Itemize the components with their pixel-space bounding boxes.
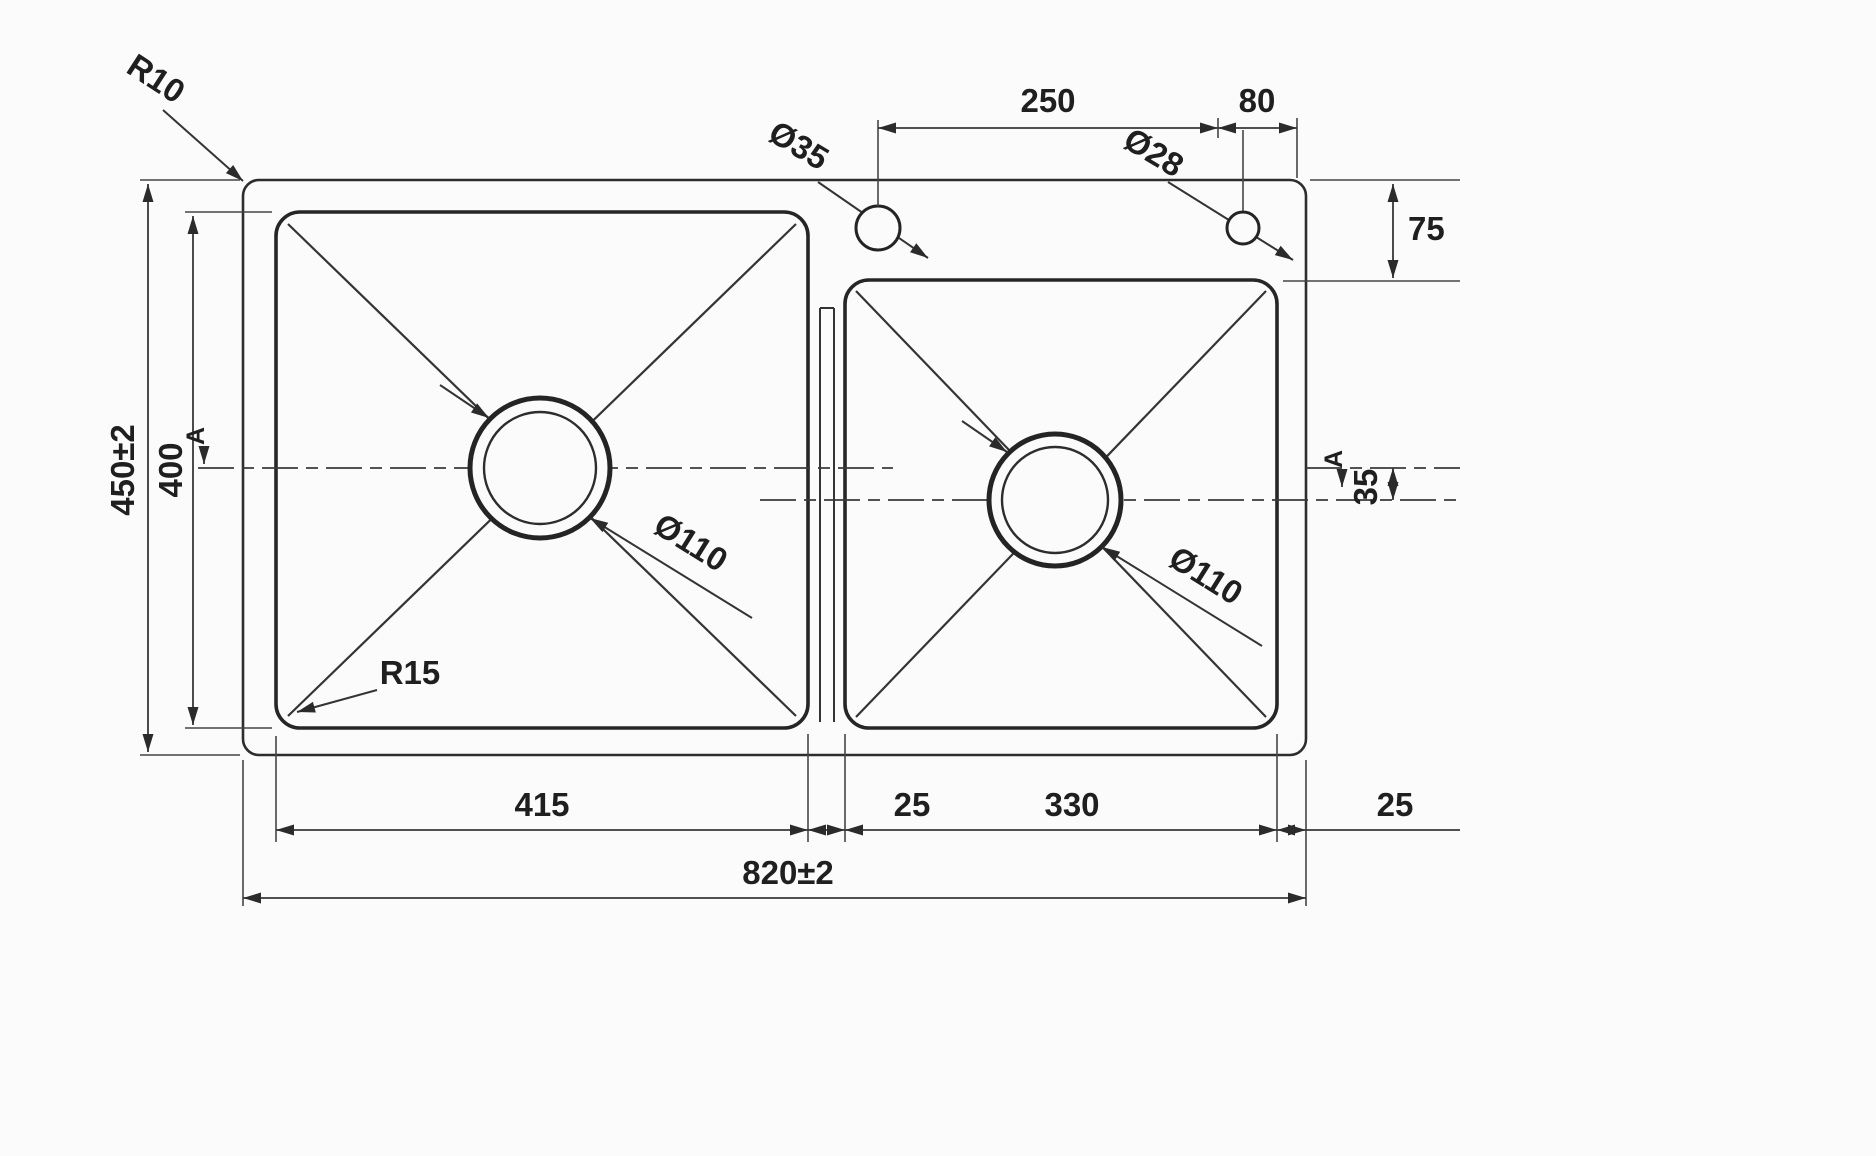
- bowl-radius-leader: [296, 689, 378, 713]
- right-drain-diameter-leader: [1101, 546, 1263, 647]
- dimension-lines: [142, 122, 1460, 904]
- section-marker-left: A: [182, 427, 210, 464]
- dim-label-80: 80: [1239, 82, 1276, 119]
- right-bowl-outline: [843, 278, 1279, 730]
- right-drain-diameter-label: Ø110: [1163, 539, 1250, 612]
- left-drain-diameter-leader: [589, 517, 753, 619]
- right-drain-outer-circle: [986, 431, 1124, 569]
- left-drain-inner-circle: [482, 410, 598, 526]
- left-drain-outer-circle: [467, 395, 613, 541]
- faucet-hole-small: [1225, 210, 1261, 246]
- dim-label-400: 400: [152, 442, 189, 497]
- centerlines: [198, 467, 1460, 501]
- dim-label-330: 330: [1044, 786, 1099, 823]
- dim-label-820: 820±2: [742, 854, 834, 891]
- section-marker-right: A: [1320, 450, 1348, 487]
- left-drain-pointer-arrow: [439, 384, 490, 419]
- right-drain: [986, 431, 1124, 569]
- left-drain-diameter-label: Ø110: [648, 506, 735, 579]
- dim-label-35: 35: [1347, 469, 1384, 506]
- outer-radius-label: R10: [121, 46, 192, 110]
- extension-lines: [140, 118, 1460, 906]
- left-bowl-outline: [274, 210, 810, 730]
- dim-label-415: 415: [514, 786, 569, 823]
- bowl-radius-label: R15: [380, 654, 441, 691]
- left-drain: [467, 395, 613, 541]
- dim-label-25-edge: 25: [1377, 786, 1414, 823]
- faucet-hole-large: [854, 204, 902, 252]
- dim-label-450: 450±2: [104, 424, 141, 516]
- section-label-left: A: [182, 427, 210, 445]
- outer-radius-leader: [162, 109, 244, 182]
- faucet-hole-large-label: Ø35: [763, 113, 836, 177]
- dim-label-25-gap: 25: [894, 786, 931, 823]
- bowl-divider: [819, 307, 835, 722]
- dim-label-250: 250: [1020, 82, 1075, 119]
- right-drain-pointer-arrow: [961, 420, 1008, 453]
- dim-label-75: 75: [1408, 210, 1445, 247]
- faucet-hole-small-label: Ø28: [1118, 120, 1191, 184]
- section-label-right: A: [1320, 450, 1348, 468]
- right-drain-inner-circle: [1000, 445, 1110, 555]
